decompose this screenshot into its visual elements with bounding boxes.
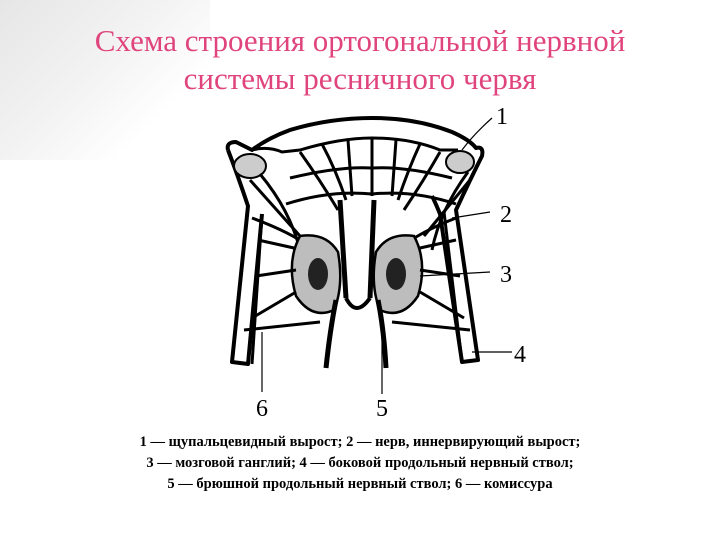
body-outline-left <box>226 149 264 366</box>
caption-line-2: 3 — мозговой ганглий; 4 — боковой продол… <box>146 455 574 471</box>
label-1: 1 <box>496 104 508 130</box>
label-3: 3 <box>500 262 512 288</box>
leader-lines <box>261 117 512 394</box>
ventral-trunks <box>323 199 389 369</box>
inner-head-outline <box>251 136 458 154</box>
title-line-2: системы ресничного червя <box>183 61 537 96</box>
body-outline-right <box>225 116 485 364</box>
label-5: 5 <box>376 396 388 422</box>
right-tentacle-outgrowth <box>445 150 475 174</box>
head-nerve-network <box>248 138 472 251</box>
ventral-commissure <box>344 296 372 310</box>
caption-line-1: 1 — щупальцевидный вырост; 2 — нерв, инн… <box>139 434 581 450</box>
label-4: 4 <box>514 342 526 368</box>
lateral-longitudinal-trunk <box>250 213 264 365</box>
slide-title: Схема строения ортогональной нервной сис… <box>40 22 680 98</box>
left-tentacle-outgrowth <box>233 153 267 179</box>
diagram-caption: 1 — щупальцевидный вырост; 2 — нерв, инн… <box>60 432 660 495</box>
corner-gradient <box>0 0 210 160</box>
caption-line-3: 5 — брюшной продольный нервный ствол; 6 … <box>167 476 553 492</box>
label-6: 6 <box>256 396 268 422</box>
label-2: 2 <box>500 202 512 228</box>
lateral-longitudinal-trunk-right <box>442 211 464 363</box>
title-line-1: Схема строения ортогональной нервной <box>94 23 626 58</box>
